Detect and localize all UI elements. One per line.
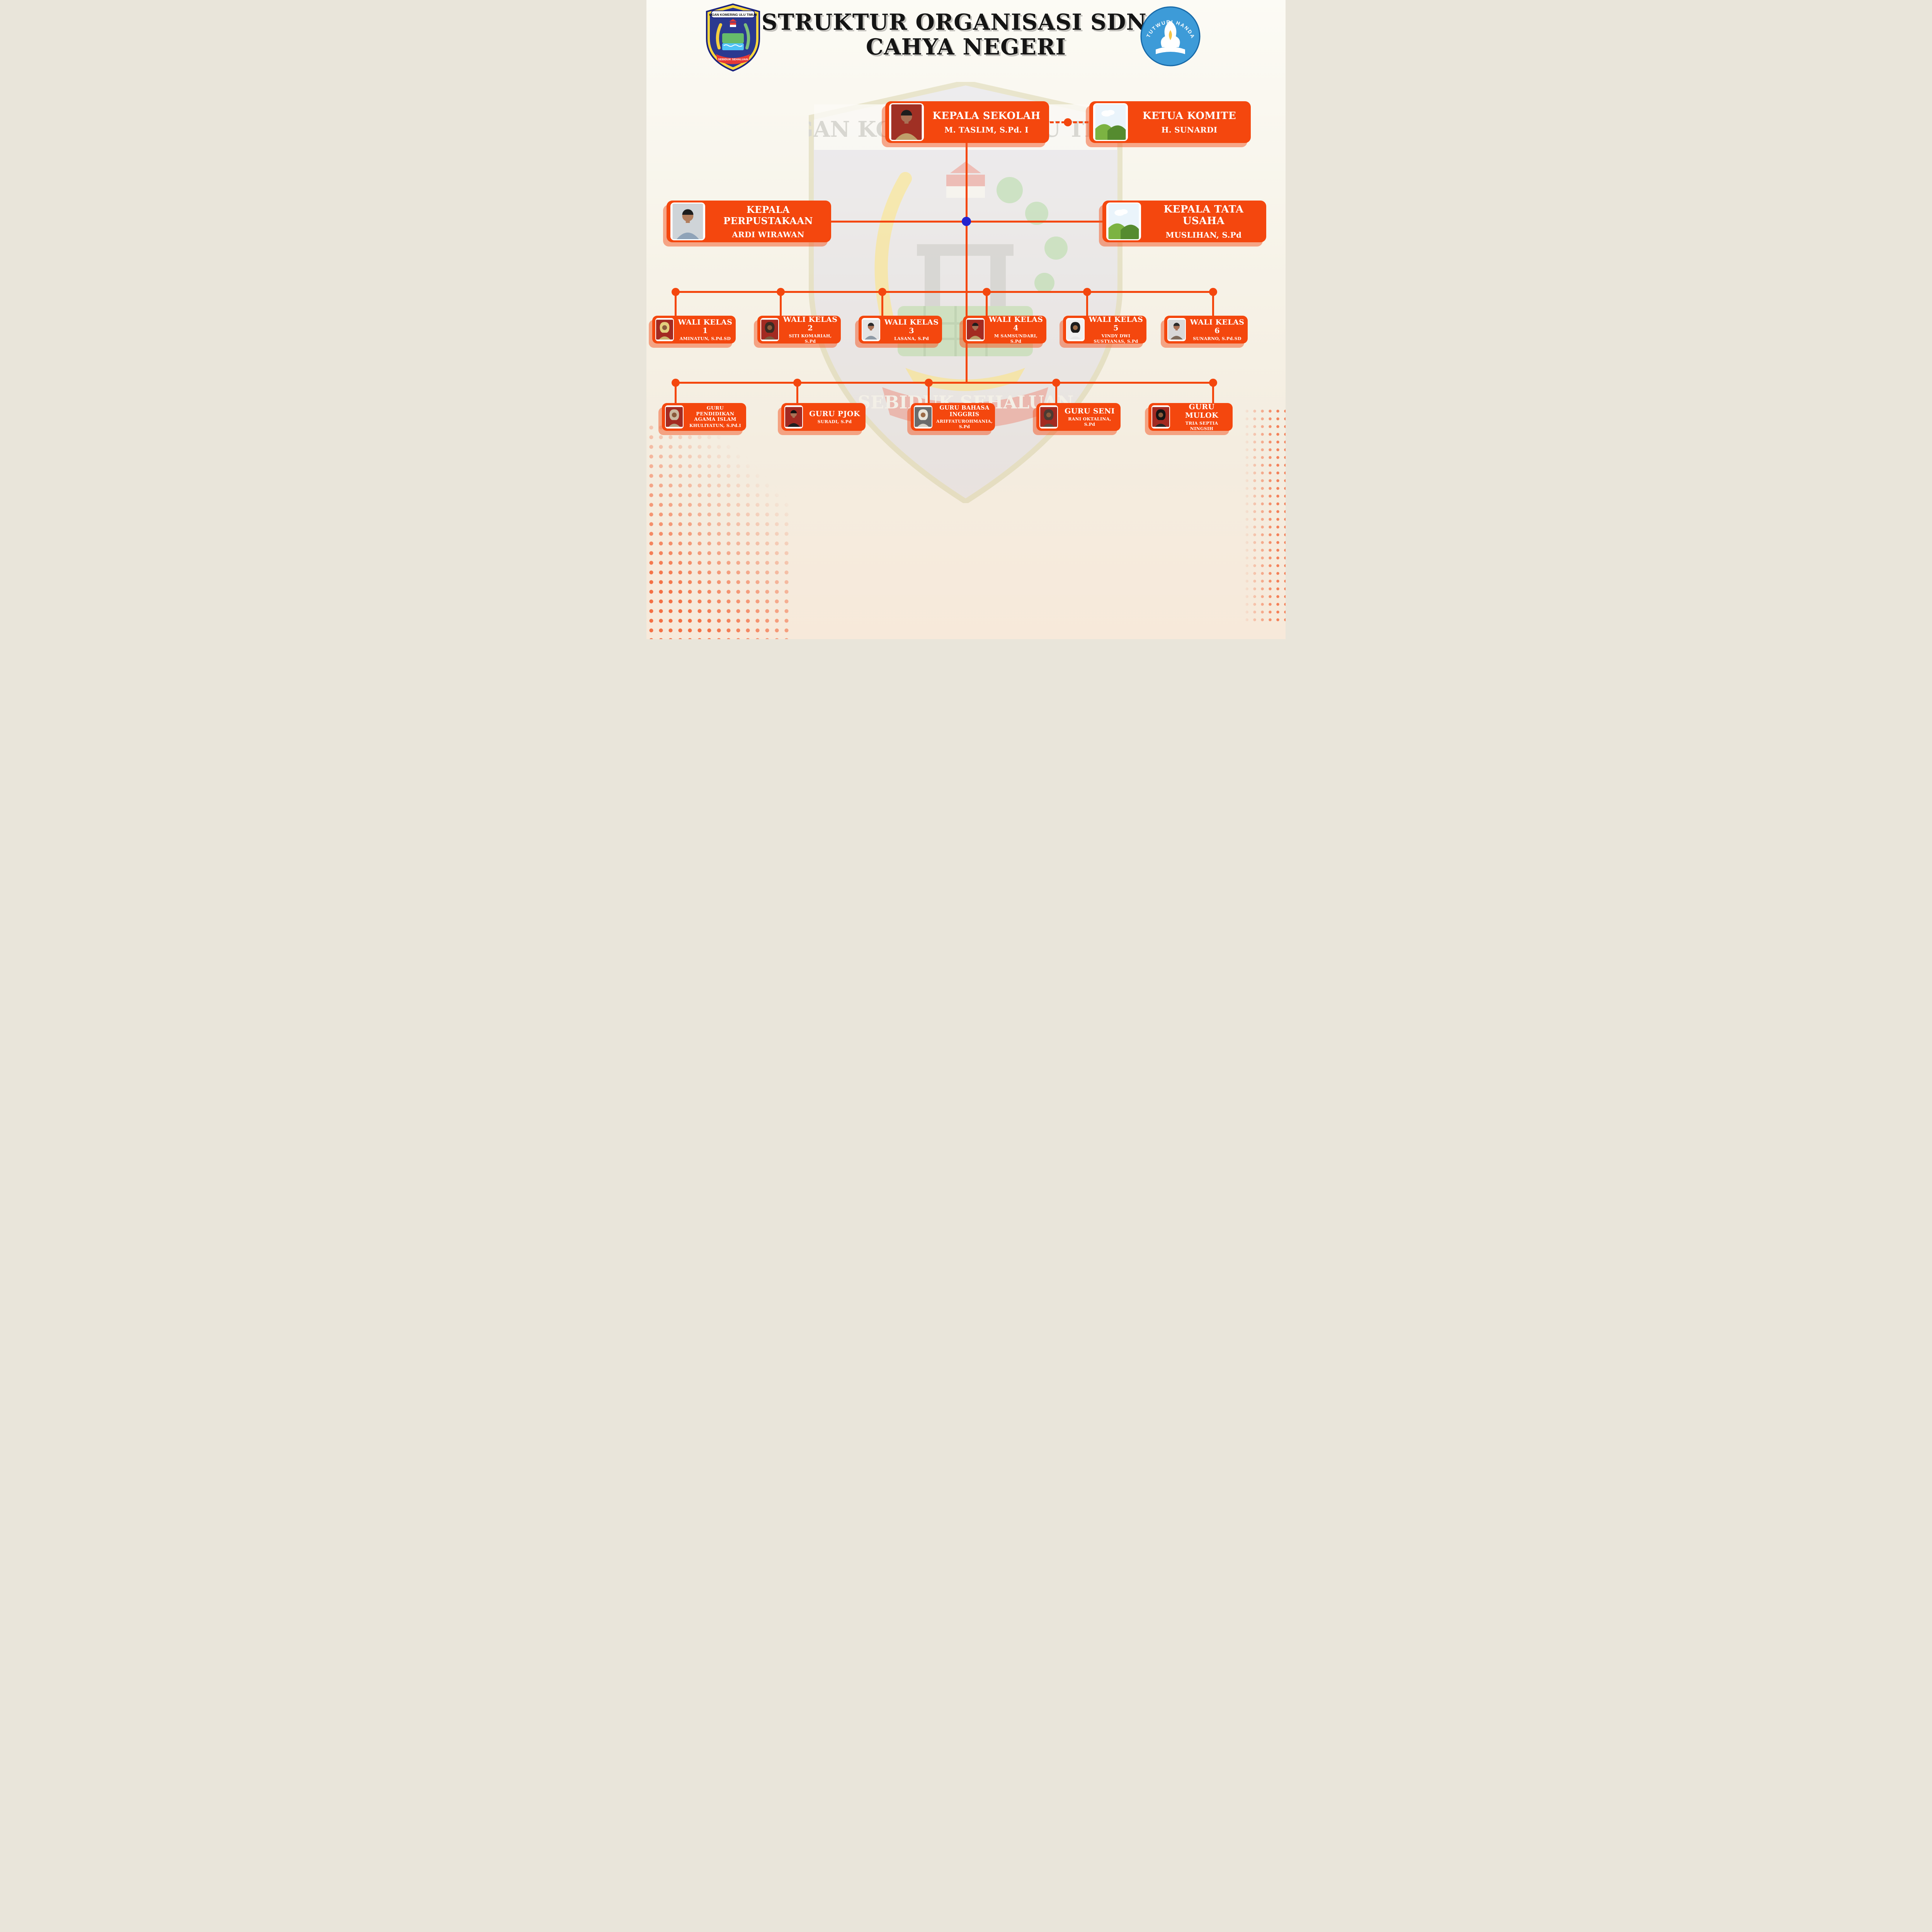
node-name: SITI KOMARIAH, S.Pd [789, 333, 832, 344]
connector-drop [675, 291, 677, 317]
connector-dot [878, 288, 886, 296]
node-title: WALI KELAS 4 [988, 315, 1043, 333]
photo-wali-kelas-6 [1167, 318, 1186, 341]
node-title: WALI KELAS 3 [884, 318, 939, 335]
node-name: SURADI, S.Pd [817, 419, 852, 424]
connector-drop [881, 291, 883, 317]
connector-dot-komite [1064, 118, 1072, 126]
connector-dot [925, 379, 933, 387]
org-chart-poster: OGAN KOMERING ULU TIMUR SEBIDUK SEHALUAN… [646, 0, 1286, 639]
photo-kepala-sekolah [889, 103, 924, 141]
photo-wali-kelas-3 [862, 318, 880, 341]
connector-dot [793, 379, 801, 387]
node-name: AMINATUN, S.Pd.SD [679, 336, 731, 341]
connector-row4-bus [675, 382, 1215, 384]
node-title: GURU MULOK [1185, 403, 1219, 420]
node-title: WALI KELAS 6 [1190, 318, 1245, 335]
photo-placeholder-kepala-tata-usaha [1106, 202, 1141, 240]
page-title-line2: CAHYA NEGERI [866, 34, 1066, 60]
connector-row3-bus [675, 291, 1215, 293]
node-name: MUSLIHAN, S.Pd [1165, 230, 1242, 240]
page-title-line1: STRUKTUR ORGANISASI SDN 2 [761, 9, 1171, 35]
connector-dot [1083, 288, 1091, 296]
connector-drop [928, 382, 930, 404]
node-title: KEPALA SEKOLAH [932, 110, 1041, 122]
connector-drop [1055, 382, 1057, 404]
node-name: KHULIYATUN, S.Pd.I [689, 423, 742, 429]
org-node-guru-mulok: GURU MULOK TRIA SEPTIA NINGSIH [1148, 403, 1233, 431]
node-title: KETUA KOMITE [1142, 110, 1236, 122]
node-name: TRIA SEPTIA NINGSIH [1185, 421, 1218, 431]
org-node-wali-kelas-6: WALI KELAS 6 SUNARNO, S.Pd.SD [1164, 316, 1248, 344]
node-name: RANI OKTALINA, S.Pd [1068, 417, 1111, 427]
photo-wali-kelas-4 [966, 318, 985, 341]
connector-drop [780, 291, 782, 317]
connector-dot [1209, 288, 1217, 296]
connector-drop [796, 382, 798, 404]
org-node-wali-kelas-2: WALI KELAS 2 SITI KOMARIAH, S.Pd [757, 315, 841, 344]
connector-drop [675, 382, 677, 404]
connector-drop [986, 291, 988, 317]
org-node-guru-seni: GURU SENI RANI OKTALINA, S.Pd [1036, 403, 1121, 431]
org-node-wali-kelas-3: WALI KELAS 3 LASANA, S.Pd [859, 316, 942, 344]
photo-wali-kelas-2 [760, 318, 779, 341]
org-node-wali-kelas-4: WALI KELAS 4 M SAMSUNDARI, S.Pd [963, 315, 1046, 344]
org-node-wali-kelas-1: WALI KELAS 1 AMINATUN, S.Pd.SD [652, 316, 736, 344]
node-title: GURU PJOK [809, 409, 860, 418]
halftone-dots-bottom-left [646, 423, 793, 639]
org-node-guru-bahasa-inggris: GURU BAHASA INGGRIS ARIFFATUROHMANIA, S.… [911, 403, 995, 431]
connector-drop [1086, 291, 1088, 317]
connector-dot [1209, 379, 1217, 387]
halftone-dots-right [1243, 407, 1286, 624]
node-name: SUNARNO, S.Pd.SD [1193, 336, 1242, 341]
tutwuri-handayani-logo: TUTWURI HANDAYANI [1140, 6, 1201, 66]
node-title: WALI KELAS 5 [1088, 315, 1143, 333]
photo-guru-seni [1039, 405, 1058, 429]
node-title: GURU PENDIDIKAN AGAMA ISLAM [694, 405, 736, 422]
node-title: GURU BAHASA INGGRIS [939, 405, 990, 418]
page-title: STRUKTUR ORGANISASI SDN 2 CAHYA NEGERI [646, 10, 1286, 60]
node-name: ARIFFATUROHMANIA, S.Pd [936, 419, 993, 429]
org-node-ketua-komite: KETUA KOMITE H. SUNARDI [1089, 101, 1251, 143]
regency-crest-logo: OGAN KOMERING ULU TIMUR SEBIDUK SEHALUAN [706, 3, 760, 72]
node-title: WALI KELAS 1 [678, 318, 733, 335]
photo-guru-bahasa-inggris [914, 405, 932, 429]
connector-dot [983, 288, 991, 296]
photo-guru-mulok [1151, 405, 1170, 429]
connector-dot [777, 288, 785, 296]
node-name: H. SUNARDI [1161, 125, 1218, 134]
connector-dot [672, 288, 680, 296]
node-title: KEPALA PERPUSTAKAAN [723, 204, 813, 226]
photo-guru-pai [665, 405, 684, 429]
org-node-guru-pai: GURU PENDIDIKAN AGAMA ISLAM KHULIYATUN, … [662, 403, 746, 431]
node-name: LASANA, S.Pd [894, 336, 929, 341]
node-title: KEPALA TATA USAHA [1163, 203, 1244, 227]
photo-wali-kelas-1 [655, 318, 674, 341]
org-node-kepala-sekolah: KEPALA SEKOLAH M. TASLIM, S.Pd. I [885, 101, 1049, 143]
photo-kepala-perpustakaan [670, 202, 705, 240]
node-name: VINDY DWI SUSTYANAS, S.Pd [1094, 333, 1138, 344]
crest-banner-text: OGAN KOMERING ULU TIMUR [709, 13, 757, 17]
org-node-wali-kelas-5: WALI KELAS 5 VINDY DWI SUSTYANAS, S.Pd [1063, 315, 1146, 344]
node-name: M SAMSUNDARI, S.Pd [994, 333, 1038, 344]
photo-wali-kelas-5 [1066, 318, 1085, 341]
org-node-kepala-tata-usaha: KEPALA TATA USAHA MUSLIHAN, S.Pd [1102, 201, 1266, 242]
node-title: WALI KELAS 2 [783, 315, 838, 333]
node-name: M. TASLIM, S.Pd. I [944, 125, 1029, 134]
connector-dot [672, 379, 680, 387]
crest-ribbon-text: SEBIDUK SEHALUAN [718, 58, 748, 61]
org-node-guru-pjok: GURU PJOK SURADI, S.Pd [781, 403, 866, 431]
junction-dot-blue [962, 217, 971, 226]
photo-guru-pjok [784, 405, 803, 429]
node-name: ARDI WIRAWAN [732, 230, 804, 239]
node-title: GURU SENI [1065, 407, 1115, 416]
connector-drop [1212, 382, 1214, 404]
connector-drop [1212, 291, 1214, 317]
photo-placeholder-ketua-komite [1093, 103, 1128, 141]
connector-main-vertical [966, 142, 968, 383]
org-node-kepala-perpustakaan: KEPALA PERPUSTAKAAN ARDI WIRAWAN [667, 201, 831, 242]
connector-dot [1052, 379, 1060, 387]
